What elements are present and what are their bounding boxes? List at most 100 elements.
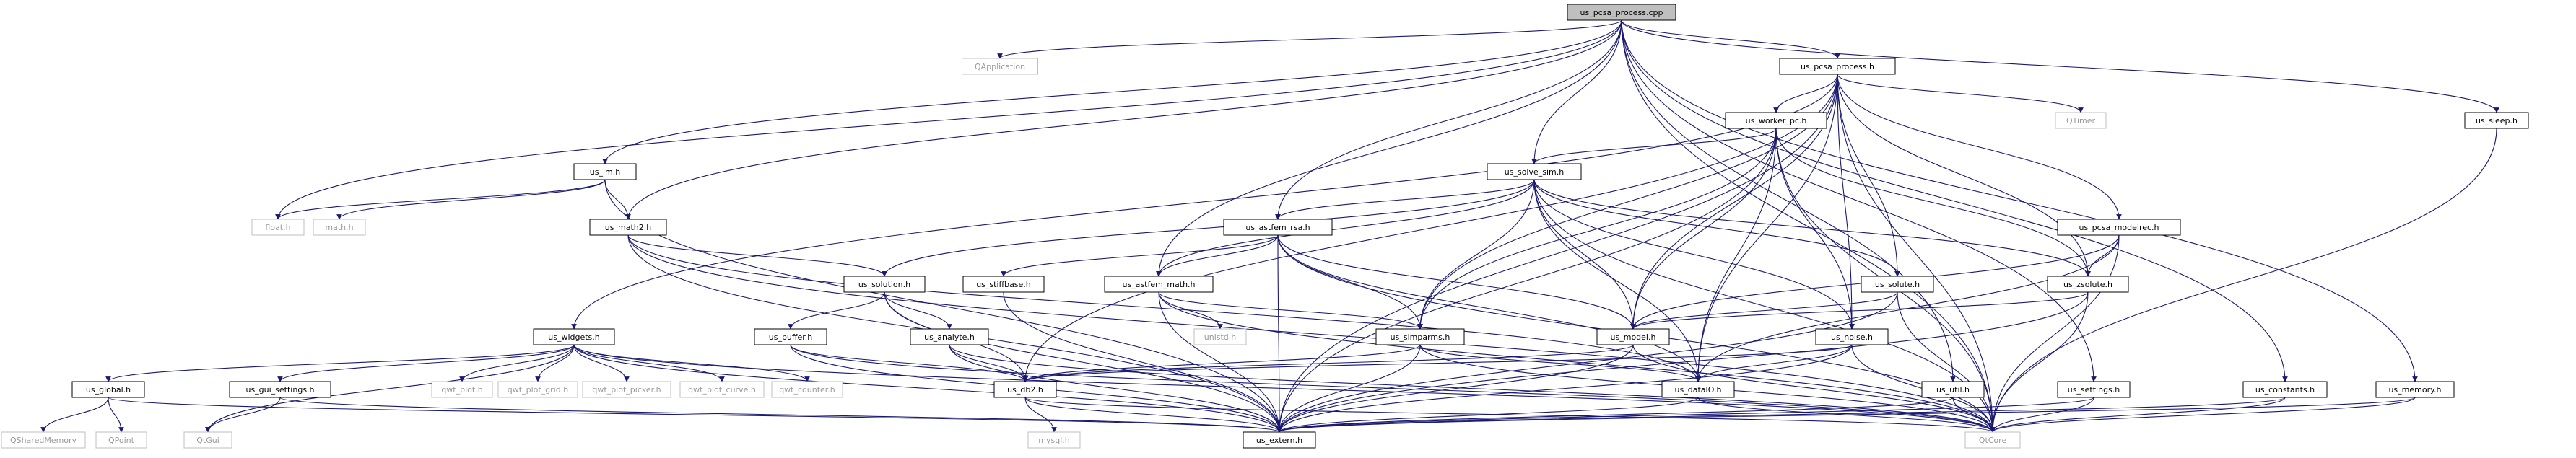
node-model-h[interactable]: us_model.h (1596, 328, 1670, 345)
node-label: us_pcsa_process.h (1801, 62, 1874, 71)
node-float-h: float.h (251, 219, 305, 236)
node-label: us_solve_sim.h (1505, 167, 1564, 177)
node-dataio-h[interactable]: us_dataIO.h (1661, 381, 1735, 398)
edge-widgets_h-to-qwt_plot_picker_h (573, 344, 630, 382)
edge-solute_h-to-model_h (1630, 291, 1898, 330)
node-stiffbase-h[interactable]: us_stiffbase.h (962, 276, 1045, 293)
node-solution-h[interactable]: us_solution.h (843, 276, 926, 293)
node-box (497, 381, 578, 398)
node-box (962, 276, 1045, 293)
node-label: us_astfem_math.h (1122, 280, 1195, 289)
edge-noise_h-to-dataio_h (1695, 344, 1853, 382)
edge-solution_h-to-buffer_h (788, 291, 885, 330)
edge-solve_sim_h-to-model_h (1533, 179, 1636, 330)
node-lm-h[interactable]: us_lm.h (573, 163, 637, 180)
edge-solve_sim_h-to-noise_h (1533, 179, 1855, 330)
edge-sleep_h-to-qtcore (1990, 128, 2497, 433)
node-box (1779, 58, 1896, 75)
node-box (1661, 381, 1735, 398)
edge-constants_h-to-extern_h (1276, 397, 2286, 433)
node-box (2047, 276, 2129, 293)
node-util-h[interactable]: us_util.h (1921, 381, 1985, 398)
node-box (313, 219, 366, 236)
node-worker-pc-h[interactable]: us_worker_pc.h (1725, 112, 1827, 129)
edge-pcsa_h-to-worker_pc_h (1773, 74, 1838, 113)
edge-root-to-pcsa_h (1621, 19, 1840, 59)
node-label: us_constants.h (2255, 385, 2315, 395)
edge-global_h-to-qsharedmemory (40, 397, 109, 433)
node-memory-h[interactable]: us_memory.h (2375, 381, 2455, 398)
node-box (962, 58, 1038, 75)
node-box (1596, 328, 1670, 345)
node-box (754, 328, 827, 345)
node-label: us_lm.h (590, 167, 620, 177)
edge-pcsa_h-to-dataio_h (1695, 74, 1838, 382)
node-box (1921, 381, 1985, 398)
edge-root-to-sleep_h (1621, 19, 2499, 113)
edge-math2_h-to-qtcore (627, 234, 1996, 433)
node-gui-settings-h[interactable]: us_gui_settings.h (229, 381, 331, 398)
node-widgets-h[interactable]: us_widgets.h (533, 328, 615, 345)
edge-astfem_math_h-to-qtcore (1158, 291, 1996, 433)
edge-solve_sim_h-to-zsolute_h (1533, 179, 2091, 277)
node-simparms-h[interactable]: us_simparms.h (1375, 328, 1465, 345)
node-zsolute-h[interactable]: us_zsolute.h (2047, 276, 2129, 293)
edge-buffer_h-to-qtcore (790, 344, 1996, 433)
edge-global_h-to-qpoint (108, 397, 124, 433)
edge-pcsa_h-to-qtimer (1837, 74, 2084, 113)
node-root[interactable]: us_pcsa_process.cpp (1567, 4, 1676, 21)
node-astfem-math-h[interactable]: us_astfem_math.h (1104, 276, 1214, 293)
node-label: us_simparms.h (1391, 333, 1450, 342)
node-pcsa-h[interactable]: us_pcsa_process.h (1779, 58, 1896, 75)
edge-pcsa_h-to-db2_h (1022, 74, 1838, 382)
node-constants-h[interactable]: us_constants.h (2242, 381, 2328, 398)
edge-zsolute_h-to-model_h (1630, 291, 2089, 330)
node-extern-h[interactable]: us_extern.h (1243, 431, 1316, 449)
edge-solve_sim_h-to-astfem_math_h (1156, 179, 1535, 277)
edge-pcsa_h-to-qtcore (1837, 74, 1996, 433)
node-solve-sim-h[interactable]: us_solve_sim.h (1487, 163, 1582, 180)
edge-dataio_h-to-extern_h (1276, 397, 1699, 433)
node-box (573, 163, 637, 180)
edge-astfem_rsa_h-to-astfem_math_h (1156, 234, 1279, 277)
node-label: QtGui (196, 436, 219, 445)
edge-model_h-to-extern_h (1276, 344, 1634, 433)
node-global-h[interactable]: us_global.h (71, 381, 145, 398)
edge-root-to-memory_h (1621, 19, 2418, 382)
node-analyte-h[interactable]: us_analyte.h (910, 328, 989, 345)
node-pcsa-modelrec-h[interactable]: us_pcsa_modelrec.h (2057, 219, 2181, 236)
node-label: us_memory.h (2388, 385, 2441, 395)
node-unistd-h: unistd.h (1193, 328, 1247, 345)
node-db2-h[interactable]: us_db2.h (993, 381, 1057, 398)
node-noise-h[interactable]: us_noise.h (1815, 328, 1889, 345)
node-mysql-h: mysql.h (1027, 431, 1081, 449)
node-astfem-rsa-h[interactable]: us_astfem_rsa.h (1223, 219, 1333, 236)
node-box (1487, 163, 1582, 180)
node-label: qwt_plot_curve.h (688, 385, 756, 395)
edge-noise_h-to-extern_h (1276, 344, 1853, 433)
edge-worker_pc_h-to-zsolute_h (1775, 128, 2091, 277)
node-box (2057, 381, 2131, 398)
node-label: qwt_plot.h (441, 385, 482, 395)
edge-root-to-float_h (275, 19, 1622, 220)
node-settings-h[interactable]: us_settings.h (2057, 381, 2131, 398)
edge-astfem_rsa_h-to-extern_h (1276, 234, 1282, 433)
node-qpoint: QPoint (95, 431, 147, 449)
node-box (1567, 4, 1676, 21)
node-box (2242, 381, 2328, 398)
node-math2-h[interactable]: us_math2.h (589, 219, 667, 236)
node-label: us_settings.h (2068, 385, 2120, 395)
node-box (533, 328, 615, 345)
edge-solve_sim_h-to-solution_h (882, 179, 1535, 277)
node-qwt-plot-curve-h: qwt_plot_curve.h (679, 381, 765, 398)
node-sleep-h[interactable]: us_sleep.h (2464, 112, 2529, 129)
edge-worker_pc_h-to-model_h (1630, 128, 1777, 330)
node-solute-h[interactable]: us_solute.h (1861, 276, 1934, 293)
edge-stiffbase_h-to-extern_h (1003, 291, 1282, 433)
node-box (431, 381, 493, 398)
edge-simparms_h-to-db2_h (1022, 344, 1421, 382)
node-label: us_math2.h (605, 223, 651, 232)
node-buffer-h[interactable]: us_buffer.h (754, 328, 827, 345)
node-qwt-counter-h: qwt_counter.h (771, 381, 843, 398)
